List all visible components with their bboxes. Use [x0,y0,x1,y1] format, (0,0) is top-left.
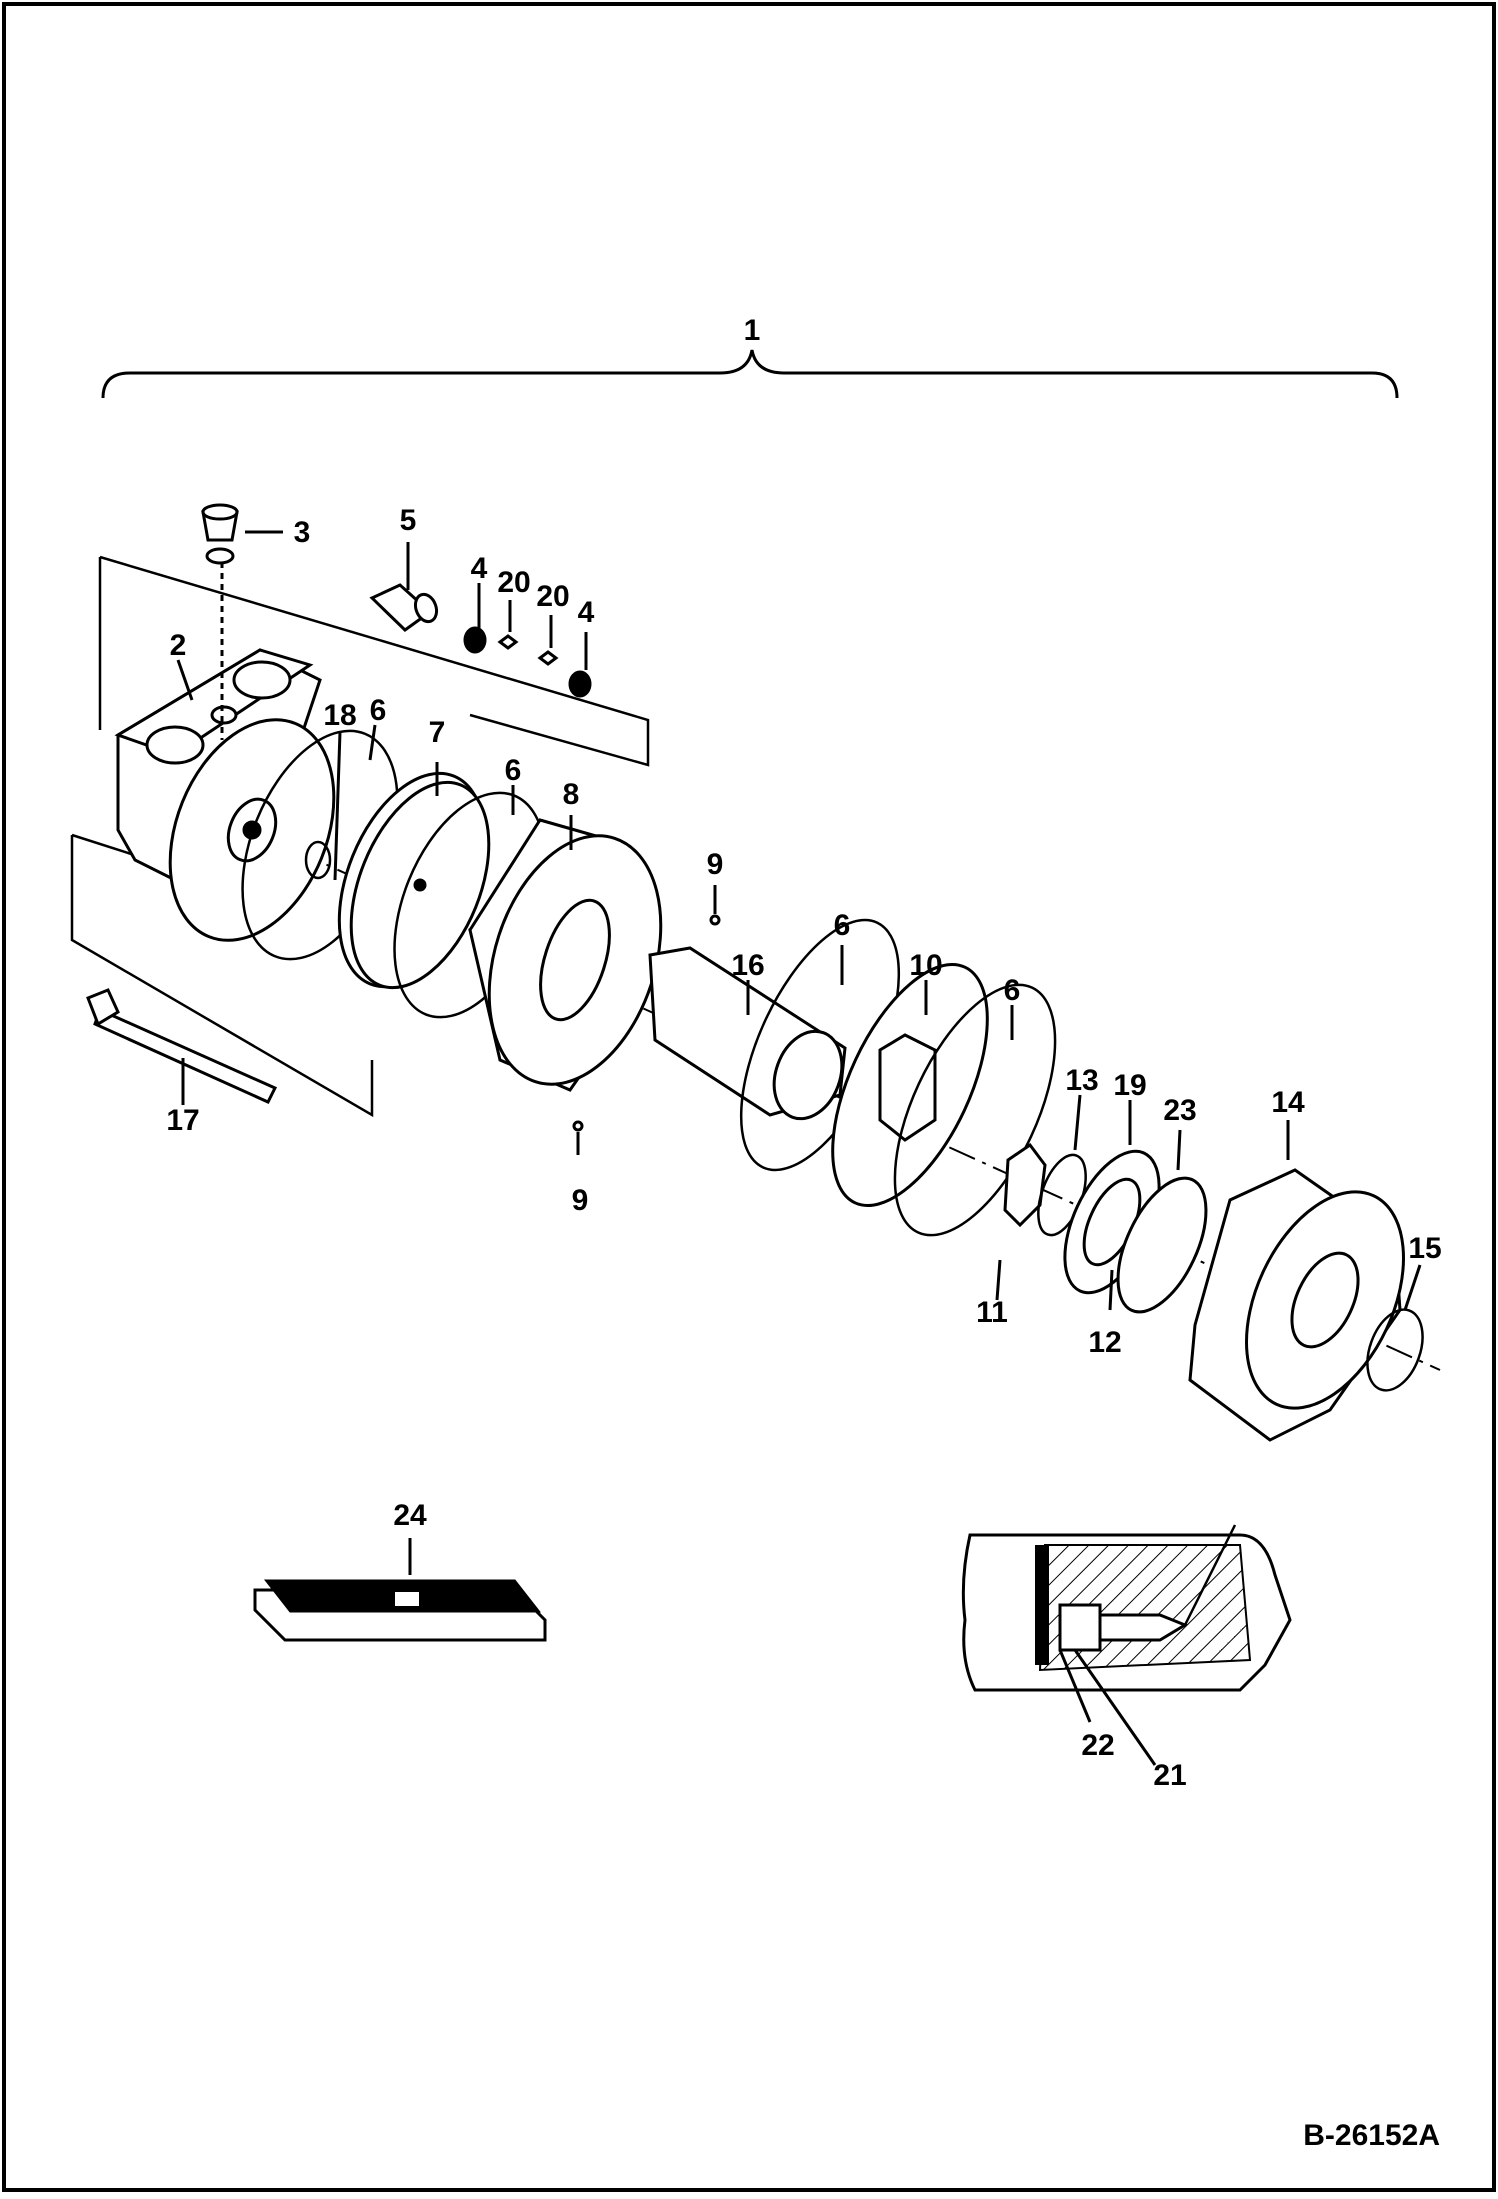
callout-1: 1 [744,314,761,347]
section-detail-view [961,1524,1292,1692]
callout-10: 10 [909,949,942,982]
callout-2: 2 [170,629,187,662]
callout-24: 24 [393,1499,427,1532]
plug-part [201,503,239,565]
callout-14: 14 [1271,1086,1305,1119]
small-fittings-parts [463,626,592,698]
callout-6-c: 6 [834,909,851,942]
callout-6-d: 6 [1004,974,1021,1007]
seal-kit-part [253,1579,547,1642]
bolt-part [86,988,278,1104]
callout-6-b: 6 [505,754,522,787]
callout-20-a: 20 [497,566,530,599]
callout-17: 17 [166,1104,199,1137]
callout-9-b: 9 [572,1184,589,1217]
callout-19: 19 [1113,1069,1146,1102]
commutator-plate-part [337,771,491,990]
callout-18: 18 [323,699,356,732]
leader-lines [176,530,1422,1766]
callout-4-a: 4 [471,552,488,585]
gerotor-part [468,818,663,1092]
callout-5: 5 [400,504,417,537]
ball-part-a [709,914,721,926]
shaft-seal-part [1366,1308,1424,1392]
callout-7: 7 [429,716,446,749]
callout-6-a: 6 [370,694,387,727]
callout-22: 22 [1081,1729,1114,1762]
wear-plate-part [831,962,989,1208]
assembly-brace [101,349,1399,399]
oring-part-d [893,983,1057,1237]
flange-housing-part [1188,1168,1405,1442]
drive-shaft-part [648,946,847,1121]
callout-12: 12 [1088,1326,1121,1359]
valve-cartridge-part [369,583,439,632]
callout-13: 13 [1065,1064,1098,1097]
reference-code: B-26152A [1303,2119,1440,2152]
callout-11: 11 [976,1296,1008,1329]
callout-20-b: 20 [536,580,569,613]
seal-ring-part [304,840,332,880]
callout-3: 3 [294,516,311,549]
callout-16: 16 [731,949,764,982]
callout-4-b: 4 [578,596,595,629]
callout-21: 21 [1153,1759,1186,1792]
callout-8: 8 [563,778,580,811]
phantom-plane-upper [98,555,650,767]
callout-23: 23 [1163,1094,1196,1127]
callout-9-a: 9 [707,848,724,881]
valve-housing-part [114,648,336,942]
callout-15: 15 [1408,1232,1441,1265]
spacer-ring-part [1116,1176,1208,1314]
ball-part-b [572,1120,584,1132]
